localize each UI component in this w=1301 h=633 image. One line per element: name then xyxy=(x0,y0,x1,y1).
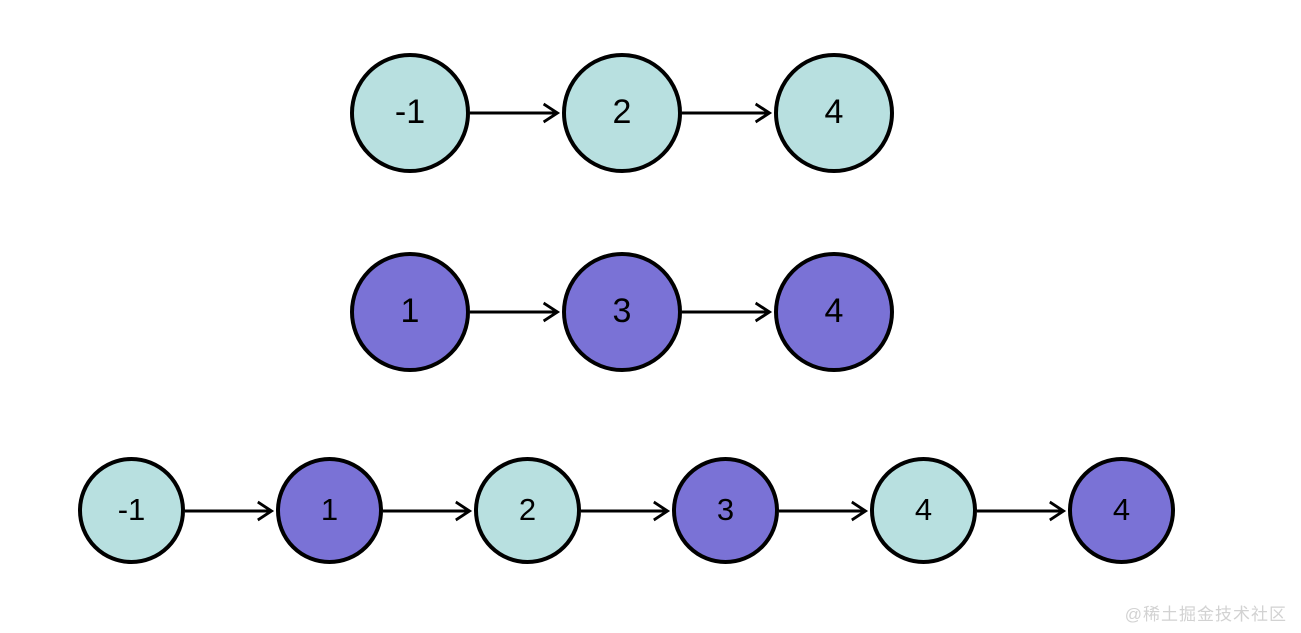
node-value-label: 4 xyxy=(824,292,844,330)
node-value-label: 4 xyxy=(1112,492,1131,527)
arrow-list-a-1 xyxy=(470,102,562,124)
node-list-a-1: 2 xyxy=(562,53,682,173)
linked-list-row-second: 1 3 4 xyxy=(350,252,894,372)
node-list-merged-5: 4 xyxy=(1068,457,1175,564)
arrow-list-merged-5 xyxy=(977,500,1068,522)
node-list-b-0: 1 xyxy=(350,252,470,372)
node-value-label: -1 xyxy=(394,93,426,131)
arrow-list-merged-3 xyxy=(581,500,672,522)
node-value-label: 3 xyxy=(716,492,735,527)
node-list-merged-2: 2 xyxy=(474,457,581,564)
arrow-list-merged-1 xyxy=(185,500,276,522)
node-list-a-2: 4 xyxy=(774,53,894,173)
node-value-label: 3 xyxy=(612,292,632,330)
node-list-b-2: 4 xyxy=(774,252,894,372)
node-list-merged-3: 3 xyxy=(672,457,779,564)
arrow-list-a-2 xyxy=(682,102,774,124)
node-list-merged-1: 1 xyxy=(276,457,383,564)
arrow-list-merged-4 xyxy=(779,500,870,522)
arrow-list-b-1 xyxy=(470,301,562,323)
node-value-label: 4 xyxy=(914,492,933,527)
node-value-label: 2 xyxy=(518,492,537,527)
linked-list-row-first: -1 2 4 xyxy=(350,53,894,173)
arrow-list-b-2 xyxy=(682,301,774,323)
node-value-label: 4 xyxy=(824,93,844,131)
node-value-label: 2 xyxy=(612,93,632,131)
node-value-label: 1 xyxy=(320,492,339,527)
node-value-label: -1 xyxy=(117,492,146,527)
arrow-list-merged-2 xyxy=(383,500,474,522)
node-list-b-1: 3 xyxy=(562,252,682,372)
node-list-merged-4: 4 xyxy=(870,457,977,564)
node-value-label: 1 xyxy=(400,292,420,330)
node-list-merged-0: -1 xyxy=(78,457,185,564)
watermark-text: @稀土掘金技术社区 xyxy=(1124,605,1287,624)
node-list-a-0: -1 xyxy=(350,53,470,173)
linked-list-row-merged: -1 1 2 3 4 4 xyxy=(78,457,1175,564)
